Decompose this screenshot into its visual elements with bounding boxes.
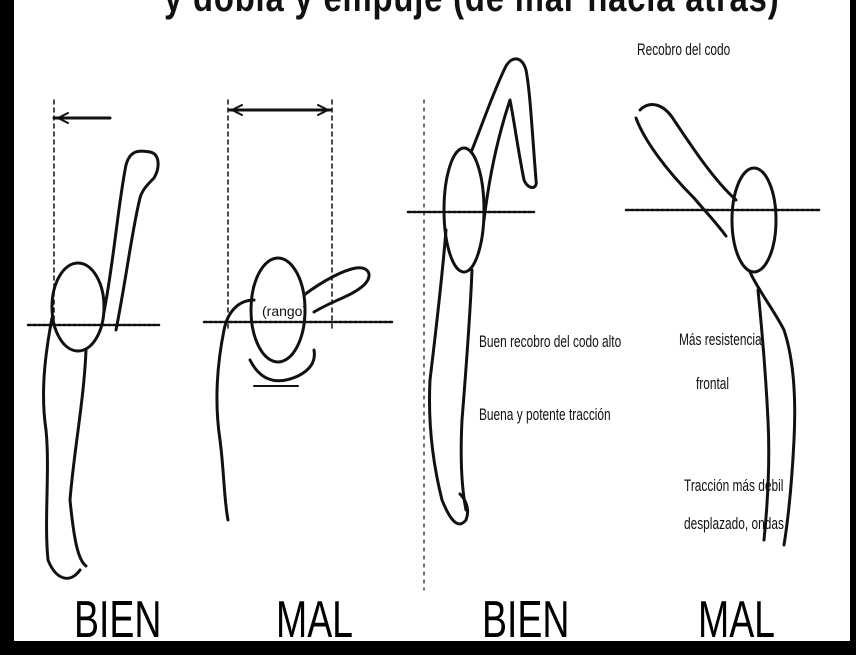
verdict-panel-4: MAL <box>698 592 775 648</box>
svg-text:(rango): (rango) <box>262 303 307 319</box>
label-codo-delante: Recobro del codo <box>637 40 730 60</box>
label-mas-resistencia-1: Más resistencia <box>679 330 762 350</box>
label-codo-alto: Buen recobro del codo alto <box>479 332 621 352</box>
label-mas-resistencia-2: frontal <box>696 374 729 394</box>
verdict-panel-1: BIEN <box>74 592 161 648</box>
verdict-panel-3: BIEN <box>482 592 569 648</box>
label-traccion-debil-1: Tracción más débil <box>684 476 783 496</box>
label-traccion-debil-2: desplazado, ondas <box>684 514 784 534</box>
panel-3-swimmer <box>408 59 536 590</box>
swim-stroke-drawing: (rango) <box>14 0 856 641</box>
label-buena-traccion: Buena y potente tracción <box>479 405 611 425</box>
panel-2-swimmer: (rango) <box>204 100 394 520</box>
panel-1-swimmer <box>28 100 159 578</box>
verdict-panel-2: MAL <box>276 592 353 648</box>
